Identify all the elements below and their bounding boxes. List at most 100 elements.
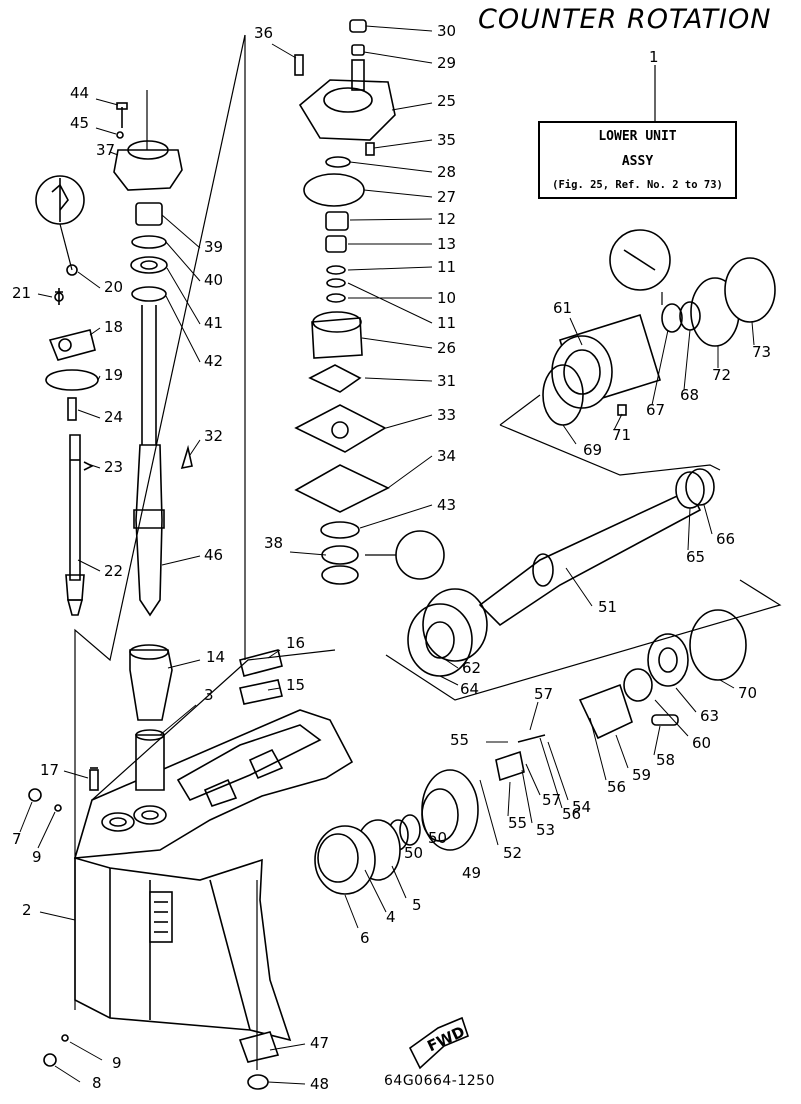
- callout-leader: [349, 161, 433, 173]
- callout-24: 24: [104, 408, 123, 426]
- callout-10: 10: [437, 289, 456, 307]
- callout-56: 56: [562, 805, 581, 823]
- drawing-code: 64G0664-1250: [384, 1073, 495, 1089]
- callout-15: 15: [286, 676, 305, 694]
- callout-leader: [77, 409, 101, 419]
- callout-leader: [77, 559, 101, 572]
- callout-32: 32: [204, 427, 223, 445]
- callout-34: 34: [437, 447, 456, 465]
- callout-leader: [95, 127, 117, 135]
- callout-50: 50: [404, 844, 423, 862]
- callout-leader: [344, 894, 359, 929]
- callout-leader: [267, 649, 281, 659]
- callout-40: 40: [204, 271, 223, 289]
- callout-7: 7: [12, 830, 22, 848]
- callout-14: 14: [206, 648, 225, 666]
- callout-64: 64: [460, 680, 479, 698]
- callout-leader: [365, 25, 433, 32]
- lower-housing: [73, 709, 354, 1042]
- assembly-info-box: LOWER UNIT ASSY (Fig. 25, Ref. No. 2 to …: [538, 121, 737, 199]
- callout-45: 45: [70, 114, 89, 132]
- callout-49: 49: [462, 864, 481, 882]
- callout-52: 52: [503, 844, 522, 862]
- callout-leader: [109, 151, 119, 156]
- callout-leader: [89, 327, 101, 336]
- callout-61: 61: [553, 299, 572, 317]
- callout-37: 37: [96, 141, 115, 159]
- callout-9: 9: [112, 1054, 122, 1072]
- propeller-shaft-parts: [238, 229, 776, 1090]
- callout-leader: [267, 1081, 306, 1085]
- callout-72: 72: [712, 366, 731, 384]
- callout-leader: [439, 675, 459, 686]
- callout-36: 36: [254, 24, 273, 42]
- callout-17: 17: [40, 761, 59, 779]
- callout-44: 44: [70, 84, 89, 102]
- callout-leader: [77, 271, 101, 289]
- callout-43: 43: [437, 496, 456, 514]
- callout-leader: [363, 189, 433, 198]
- callout-leader: [189, 439, 201, 456]
- callout-55: 55: [450, 731, 469, 749]
- callout-leader: [347, 282, 433, 324]
- callout-11: 11: [437, 258, 456, 276]
- fwd-arrow: [408, 1016, 469, 1070]
- callout-60: 60: [692, 734, 711, 752]
- callout-leader: [167, 659, 201, 669]
- callout-26: 26: [437, 339, 456, 357]
- callout-69: 69: [583, 441, 602, 459]
- callout-leader: [349, 218, 433, 221]
- callout-47: 47: [310, 1034, 329, 1052]
- info-box-line2: ASSY: [621, 154, 654, 169]
- leader-lines: [59, 34, 782, 1070]
- callout-30: 30: [437, 22, 456, 40]
- callout-leader: [161, 555, 201, 566]
- callout-67: 67: [646, 401, 665, 419]
- callout-4: 4: [386, 908, 396, 926]
- callout-58: 58: [656, 751, 675, 769]
- callout-leader: [37, 811, 56, 849]
- callout-41: 41: [204, 314, 223, 332]
- callout-leader: [613, 413, 623, 431]
- callout-29: 29: [437, 54, 456, 72]
- callout-leader: [703, 504, 713, 535]
- callout-leader: [547, 741, 569, 801]
- callout-31: 31: [437, 372, 456, 390]
- callout-leader: [562, 424, 577, 445]
- callout-28: 28: [437, 163, 456, 181]
- callout-leader: [97, 375, 101, 381]
- callout-leader: [387, 455, 433, 489]
- callout-16: 16: [286, 634, 305, 652]
- info-box-line3: (Fig. 25, Ref. No. 2 to 73): [552, 179, 723, 191]
- callout-56: 56: [607, 778, 626, 796]
- callout-55: 55: [508, 814, 527, 832]
- callout-39: 39: [204, 238, 223, 256]
- callout-8: 8: [92, 1074, 102, 1092]
- callout-54: 54: [572, 798, 591, 816]
- callout-leader: [687, 507, 691, 551]
- diagram-title: COUNTER ROTATION: [478, 4, 772, 35]
- callout-leader: [271, 43, 297, 59]
- callout-13: 13: [437, 235, 456, 253]
- callout-leader: [539, 737, 563, 809]
- callout-leader: [54, 1065, 81, 1083]
- callout-labels: 1234567899101111121314151617181920212223…: [12, 22, 771, 1093]
- callout-leader: [385, 414, 433, 429]
- callout-57: 57: [534, 685, 553, 703]
- callout-leader: [95, 98, 119, 106]
- callout-leader: [507, 781, 511, 817]
- callout-leader: [373, 139, 433, 149]
- callout-leader: [37, 293, 53, 298]
- callout-2: 2: [22, 901, 32, 919]
- callout-leader: [361, 337, 433, 349]
- callout-leader: [69, 1041, 103, 1061]
- callout-38: 38: [264, 534, 283, 552]
- callout-leader: [19, 801, 33, 833]
- shift-rod-parts: [28, 102, 283, 1067]
- callout-12: 12: [437, 210, 456, 228]
- callout-leader: [683, 329, 691, 391]
- callout-leader: [165, 241, 201, 282]
- callout-leader: [529, 701, 539, 731]
- callout-leader: [363, 51, 433, 64]
